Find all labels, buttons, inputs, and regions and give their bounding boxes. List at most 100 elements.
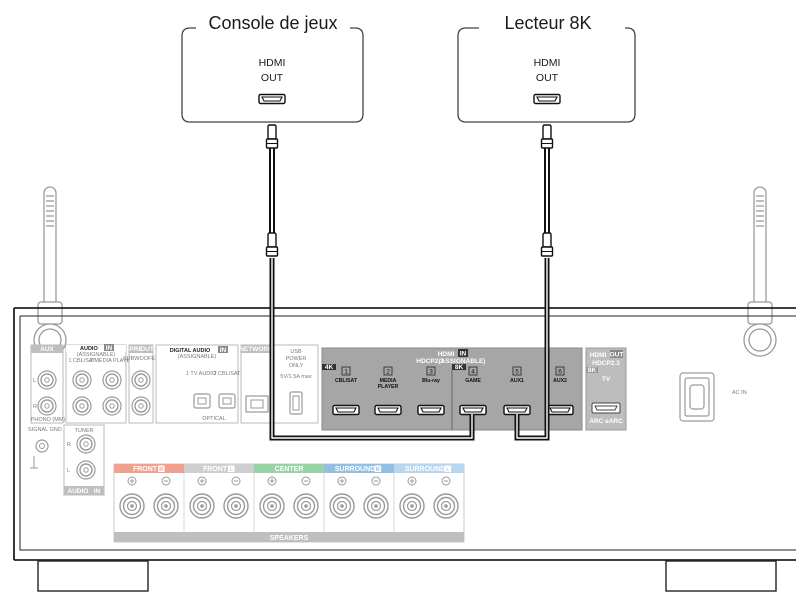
hdmi-in-port-number: 3 [429,369,433,376]
pre-out-title: PRE [129,346,143,353]
speaker-channel-box [374,465,382,472]
device-game-console: Console de jeux HDMI OUT [181,13,364,123]
audio-in-tag: IN [106,345,113,352]
speaker-section-label: SURROUND [405,466,445,473]
analog-audio-section: AUX L R PHONO (MM) AUDIO IN (ASSIGNABLE)… [28,344,159,496]
speaker-channel-tag: L [230,467,234,473]
speaker-terminal-icon [399,493,425,519]
speaker-terminal-icon [153,493,179,519]
port-label: OUT [536,72,559,84]
ac-in-label: AC IN [732,390,747,396]
antenna-left-icon [33,186,67,357]
speaker-terminal-icon [189,493,215,519]
speaker-terminal-icon [293,493,319,519]
hdmi-in-port-label: PLAYER [378,384,399,390]
receiver-back-panel [13,307,796,592]
hdmi-plug-icon [265,232,279,257]
audio-in-col2: 2 MEDIA PLAYER [90,358,135,364]
digital-audio-section: DIGITAL AUDIO IN (ASSIGNABLE) 1 TV AUDIO… [155,344,241,424]
device-name: Console de jeux [208,13,337,33]
hdmi-out-tv-port-icon [591,402,621,414]
port-number-box [383,366,393,376]
speaker-terminal-icon [433,493,459,519]
aux-audio-tag: IN [94,488,101,495]
ac-inlet: AC IN [679,372,747,422]
speaker-section-header [324,464,394,473]
svg-text:R: R [33,404,37,410]
usb-label: USB [290,349,302,355]
speaker-terminal-icon [223,493,249,519]
port-number-box [512,366,522,376]
signal-gnd-label: SIGNAL GND [28,427,62,433]
rca-jack-icon [72,370,92,390]
digital-audio-title: DIGITAL AUDIO [170,348,211,354]
hdmi-out-sub: HDCP2.3 [592,360,620,367]
hdmi-in-panel: HDMI IN HDCP2.3 (ASSIGNABLE) 4K 8K [321,347,583,431]
hdmi-out-badge: 8K [588,367,597,374]
hdmi-out-title: HDMI [590,352,607,359]
speaker-channel-tag: R [376,467,380,473]
speaker-section-label: CENTER [275,466,304,473]
hdmi-out-port-label: TV [602,376,611,383]
rca-jack-icon [102,396,122,416]
phono-label: PHONO (MM) [31,417,66,423]
hdmi-in-port-number: 6 [558,369,562,376]
hdmi-in-port-label: MEDIA [380,378,397,384]
speaker-section-label: FRONT [203,466,228,473]
hdmi-in-port-label: Blu-ray [422,378,440,384]
network-section: NETWORK [239,344,273,424]
hdmi-plug-icon [540,232,554,257]
usb-section: USB POWER ONLY 5V/1.5A max [273,344,319,424]
hdmi-in-port-icon [546,404,574,416]
tuner-jack-icon [76,434,96,454]
optical-1-label: 1 TV AUDIO [186,371,217,377]
optical-2-label: 2 CBL/SAT [213,371,241,377]
hdmi-in-port-number: 1 [344,369,348,376]
hdmi-in-sub2: (ASSIGNABLE) [439,358,486,365]
tuner-label: TUNER [75,428,94,434]
hdmi-in-port-label: CBL/SAT [335,378,358,384]
phono-r-jack-icon [37,396,57,416]
speaker-section-header [394,464,464,473]
audio-in-title: AUDIO [80,346,98,352]
speaker-channel-box [158,465,165,472]
hdmi-in-port-label: AUX2 [553,378,567,384]
hdmi-in-port-label: AUX1 [510,378,524,384]
hdmi-in-port-icon [332,404,360,416]
subwoofer-jack-icon [131,370,151,390]
port-number-box [555,366,565,376]
hdmi-out-port-icon [533,93,561,105]
rca-jack-icon [102,370,122,390]
port-label: OUT [261,72,284,84]
speaker-section-header [184,464,254,473]
aux-audio-label: AUDIO [68,488,89,495]
hdmi-out-port-icon [258,93,286,105]
speaker-section-header [114,464,184,473]
usb-label: POWER [286,356,307,362]
speaker-channel-box [444,465,452,472]
pre-out-sub: SUBWOOFER [123,356,159,362]
hdmi-in-port-icon [459,404,487,416]
hdmi-plug-icon [265,124,279,149]
network-label: NETWORK [239,346,273,353]
hdmi-out-panel: HDMI OUT HDCP2.3 8K TV ARC eARC [585,347,627,431]
hdmi-cable-game-console [265,124,475,441]
audio-in-col1: 1 CBL/SAT [68,358,96,364]
port-label: HDMI [534,57,561,69]
svg-text:L: L [33,378,36,384]
port-label: HDMI [259,57,286,69]
hdmi-out-tag: OUT [610,352,624,359]
optical-label: OPTICAL [202,416,226,422]
speaker-terminal-icon [259,493,285,519]
port-number-box [426,366,436,376]
hdmi-plug-icon [540,124,554,149]
hdmi-out-arc: ARC eARC [589,418,623,425]
hdmi-cable-8k-player [514,124,554,441]
speaker-section-header [254,464,324,473]
hdmi-in-port-number: 2 [386,369,390,376]
speakers-label: SPEAKERS [270,535,309,542]
port-number-box [341,366,351,376]
hdmi-in-tag: IN [460,351,467,358]
